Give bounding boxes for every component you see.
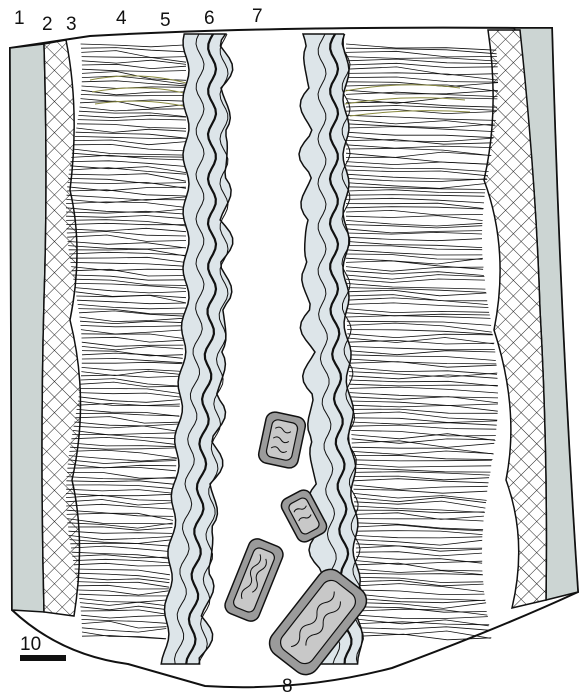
layer-label: 5	[160, 10, 171, 31]
layer-label: 3	[66, 14, 77, 35]
canal-label: 8	[282, 676, 293, 697]
scale-bar-label: 10	[20, 634, 41, 655]
layer-label: 7	[252, 6, 263, 27]
layer-label: 2	[42, 14, 53, 35]
layer-label: 1	[14, 8, 25, 29]
layer-label: 4	[116, 8, 127, 29]
outer-band-left	[10, 44, 46, 612]
scale-bar-line	[20, 655, 66, 661]
layer-label: 6	[204, 8, 215, 29]
